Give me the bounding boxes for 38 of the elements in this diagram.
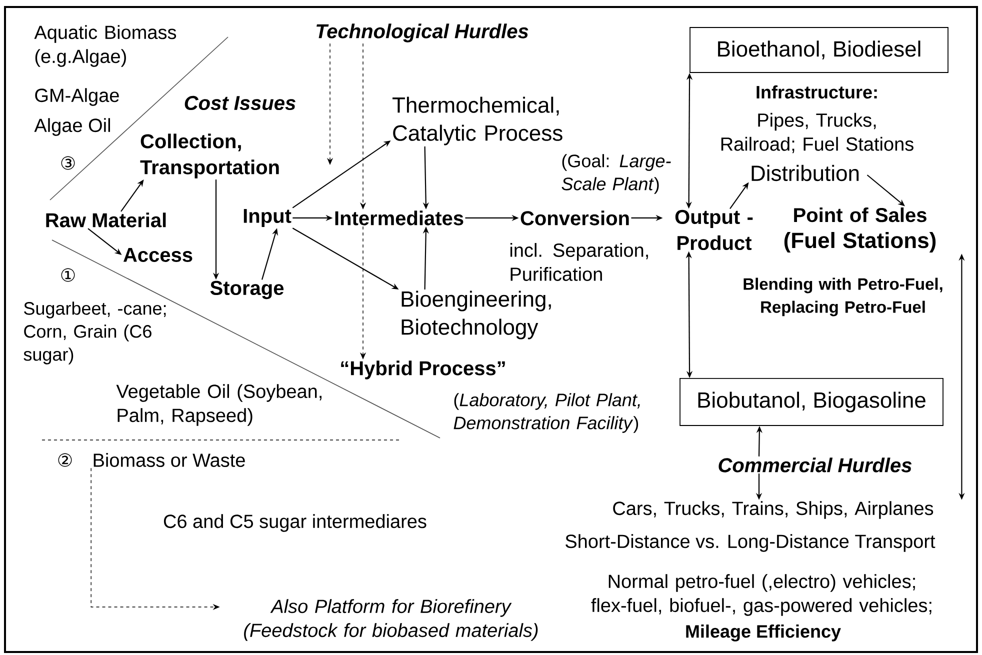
feedstock-label: Biomass or Waste xyxy=(94,453,245,467)
step-label: Intermediates xyxy=(335,210,464,226)
step-label: Storage xyxy=(210,280,284,300)
note-text: Pipes, Trucks, Railroad; Fuel Stations xyxy=(721,112,914,154)
note-text: Mileage Efficiency xyxy=(686,624,841,642)
hurdle-heading: Commercial Hurdles xyxy=(718,458,912,472)
note-text: incl. Separation, Purification xyxy=(510,243,648,281)
note-text: (Goal: Large-Scale Plant) xyxy=(562,154,671,194)
note-text: Blending with Petro-Fuel, Replacing Petro-Fuel xyxy=(744,278,942,316)
vehicle-note: Cars, Trucks, Trains, Ships, Airplanes xyxy=(613,501,934,519)
step-label: Conversion xyxy=(520,210,629,226)
feedstock-label: Sugarbeet, -cane; Corn, Grain (C6 sugar) xyxy=(24,302,166,364)
step-label: Raw Material xyxy=(46,212,166,228)
feedstock-label: GM-Algae xyxy=(35,88,119,106)
step-label: Input xyxy=(244,209,292,227)
product-box: Bioethanol, Biodiesel xyxy=(690,27,948,73)
circled-number: ③ xyxy=(61,156,75,170)
issue-heading: Cost Issues xyxy=(184,96,296,110)
note-text: C6 and C5 sugar intermediares xyxy=(164,514,426,532)
process-label: Thermochemical, Catalytic Process xyxy=(392,96,562,146)
vehicle-note: Normal petro-fuel (,electro) vehicles; flex-fuel, biofuel-, gas-powered vehicles; xyxy=(591,574,932,616)
note-text: Also Platform for Biorefinery (Feedstock for biobased materials) xyxy=(244,599,538,641)
step-label: Output - Product xyxy=(675,210,753,250)
step-label: Distribution xyxy=(752,164,859,182)
step-label: Access xyxy=(123,248,192,262)
feedstock-label: Aquatic Biomass (e.g.Algae) xyxy=(34,25,176,67)
step-label: Point of Sales (Fuel Stations) xyxy=(784,207,936,253)
circled-number: ② xyxy=(58,453,72,467)
circled-number: ① xyxy=(61,268,75,282)
process-label: Bioengineering, Biotechnology xyxy=(402,290,551,340)
feedstock-label: Vegetable Oil (Soybean, Palm, Rapseed) xyxy=(116,384,322,426)
note-text: (Laboratory, Pilot Plant, Demonstration Facility) xyxy=(454,393,640,433)
process-label: “Hybrid Process” xyxy=(341,360,505,380)
product-box: Biobutanol, Biogasoline xyxy=(680,378,944,426)
hurdle-heading: Technological Hurdles xyxy=(316,24,528,42)
vehicle-note: Short-Distance vs. Long-Distance Transport xyxy=(566,534,936,552)
feedstock-label: Algae Oil xyxy=(34,118,110,136)
step-label: Collection, Transportation xyxy=(140,134,279,178)
